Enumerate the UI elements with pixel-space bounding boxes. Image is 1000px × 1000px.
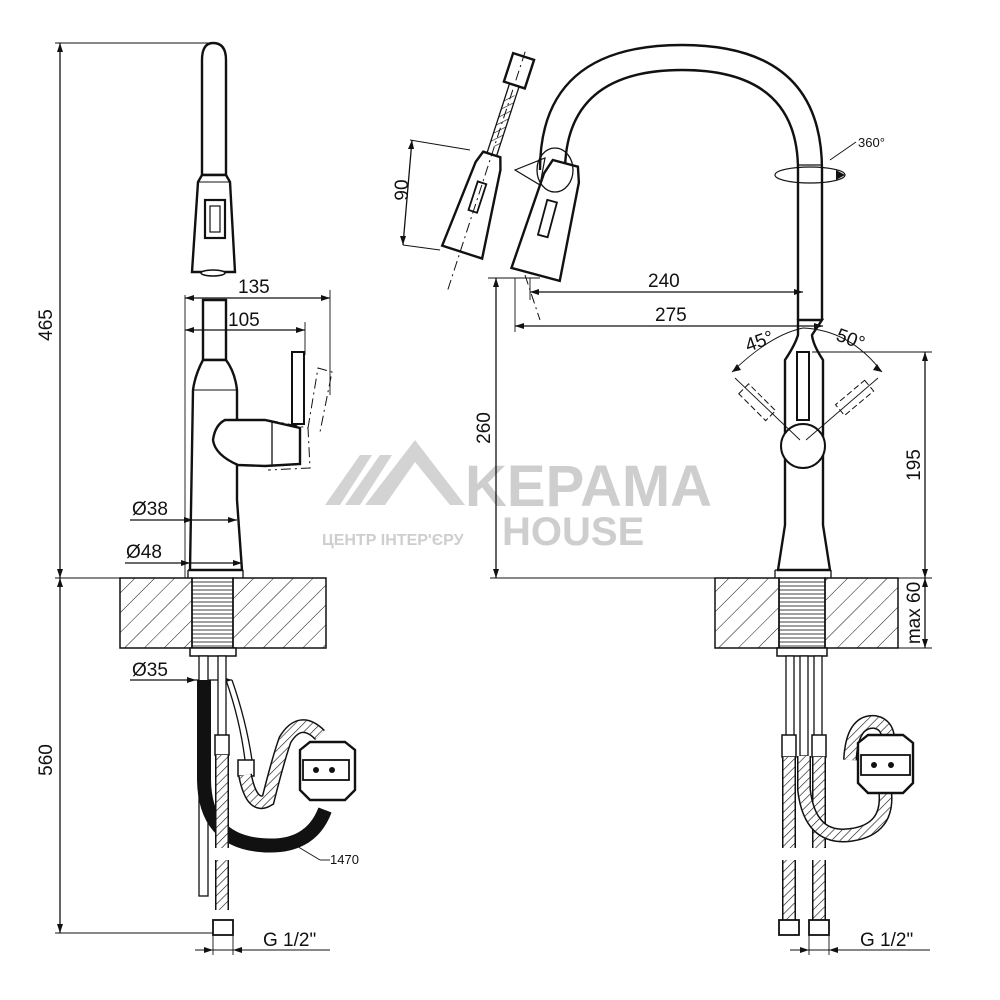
mount-shank-left	[191, 577, 234, 649]
countertop-left-b	[232, 577, 327, 649]
dim-105: 105	[228, 310, 260, 331]
dim-90: 90	[392, 179, 413, 200]
watermark-logo-icon	[325, 440, 465, 505]
dim-1470: 1470	[330, 852, 359, 867]
spout-upper	[200, 41, 228, 177]
dim-275: 275	[655, 305, 687, 326]
dim-260: 260	[474, 412, 495, 444]
mount-shank-right	[778, 577, 826, 649]
dim-195: 195	[904, 449, 925, 481]
dim-135: 135	[238, 277, 270, 298]
dim-d48: Ø48	[126, 542, 162, 563]
watermark-brand: KEPAMA	[465, 454, 712, 519]
right-view	[488, 43, 932, 955]
watermark-tagline: ЦЕНТР ІНТЕР'ЄРУ	[322, 532, 465, 549]
dim-560: 560	[36, 744, 57, 776]
left-view	[55, 41, 357, 955]
spray-detail	[400, 51, 536, 290]
fitting-right-a	[778, 919, 800, 936]
lever-front	[796, 351, 810, 421]
thread-left-label: G 1/2"	[263, 930, 316, 951]
dim-240: 240	[648, 271, 680, 292]
faucet-body	[188, 358, 244, 572]
dim-50: 50°	[833, 325, 867, 355]
lever-handle	[291, 351, 305, 425]
fitting-right-b	[808, 919, 830, 936]
dim-45: 45°	[743, 327, 777, 357]
gooseneck-inner	[563, 68, 800, 320]
countertop-right-a	[714, 577, 780, 649]
countertop-left-a	[119, 577, 193, 649]
dim-d35: Ø35	[132, 660, 168, 681]
watermark: KEPAMA HOUSE ЦЕНТР ІНТЕР'ЄРУ	[322, 440, 712, 554]
watermark-brand2: HOUSE	[502, 510, 644, 554]
lever-housing	[211, 418, 302, 468]
dim-360: 360°	[858, 135, 885, 150]
dim-465: 465	[36, 309, 57, 341]
countertop-right-b	[824, 577, 899, 649]
thread-right-label: G 1/2"	[860, 930, 913, 951]
dim-d38: Ø38	[132, 499, 168, 520]
dim-max60: max 60	[904, 582, 925, 644]
fitting-left	[212, 919, 234, 936]
